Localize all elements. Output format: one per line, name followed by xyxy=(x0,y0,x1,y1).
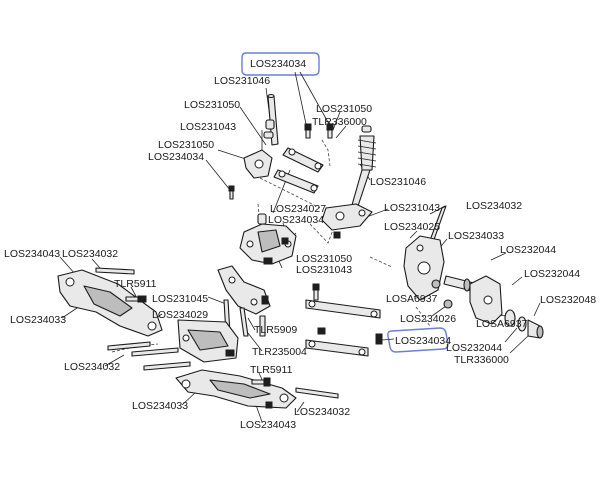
label-top-highlight: LOS234034 xyxy=(250,58,306,70)
label-tlr336000-b: TLR336000 xyxy=(454,354,509,366)
steering-bellcrank xyxy=(321,203,373,239)
label-tlr5909: TLR5909 xyxy=(254,324,297,336)
label-los231050-right: LOS231050 xyxy=(316,103,372,115)
label-los231043-center: LOS231043 xyxy=(296,264,352,276)
label-los234027: LOS234027 xyxy=(270,203,326,215)
label-mid-highlight: LOS234034 xyxy=(395,335,451,347)
label-losa6937-a: LOSA6937 xyxy=(386,293,438,305)
label-los234025: LOS234025 xyxy=(384,221,440,233)
label-los231050-center: LOS231050 xyxy=(296,253,352,265)
label-los234033-left: LOS234033 xyxy=(10,314,66,326)
leader-lines xyxy=(59,71,541,423)
label-tlr5911-left: TLR5911 xyxy=(114,278,157,290)
label-los231050-b: LOS231050 xyxy=(158,139,214,151)
label-los232048: LOS232048 xyxy=(540,294,596,306)
label-los231043-a: LOS231043 xyxy=(180,121,236,133)
top-highlight-box-icon xyxy=(241,52,320,76)
label-los231050-a: LOS231050 xyxy=(184,99,240,111)
pins-and-rods xyxy=(107,341,339,399)
label-los231043-right: LOS231043 xyxy=(384,202,440,214)
label-los234034-center: LOS234034 xyxy=(268,214,324,226)
label-los234032-bottom-left: LOS234032 xyxy=(64,361,120,373)
label-tlr5911-bottom: TLR5911 xyxy=(250,364,293,376)
pivot-ball-icon xyxy=(431,279,441,289)
screw-icon xyxy=(228,185,235,200)
label-los234043-bottom: LOS234043 xyxy=(240,419,296,431)
upper-front-arm-left xyxy=(57,267,163,337)
lower-front-arm xyxy=(175,369,297,409)
mid-highlight-box-icon xyxy=(387,327,449,353)
label-losa6937-b: LOSA6937 xyxy=(476,318,528,330)
label-los234029: LOS234029 xyxy=(152,309,208,321)
label-los231046-right: LOS231046 xyxy=(370,176,426,188)
label-los234033-right: LOS234033 xyxy=(448,230,504,242)
label-los234032-bottom-right: LOS234032 xyxy=(294,406,350,418)
label-los231045: LOS231045 xyxy=(152,293,208,305)
label-los234043-left: LOS234043 xyxy=(4,248,60,260)
label-los231046-top: LOS231046 xyxy=(214,75,270,87)
front-bulkhead xyxy=(239,213,297,265)
upper-camber-link-parts xyxy=(228,93,334,200)
label-los234026: LOS234026 xyxy=(400,313,456,325)
label-los234032-left: LOS234032 xyxy=(62,248,118,260)
label-los234032-right: LOS234032 xyxy=(466,200,522,212)
label-tlr235004: TLR235004 xyxy=(252,346,307,358)
label-tlr336000: TLR336000 xyxy=(312,116,367,128)
label-los232044-c: LOS232044 xyxy=(446,342,502,354)
shock-spring-assembly xyxy=(351,125,377,207)
lower-arm-mount xyxy=(177,319,239,363)
caster-block-steering-knuckle xyxy=(403,205,544,339)
label-los232044-b: LOS232044 xyxy=(524,268,580,280)
label-los234033-bottom: LOS234033 xyxy=(132,400,188,412)
turnbuckles xyxy=(305,283,383,357)
label-los232044-a: LOS232044 xyxy=(500,244,556,256)
part-labels: LOS234034 LOS231046 LOS231050 LOS231043 … xyxy=(4,58,596,431)
label-los234034-a: LOS234034 xyxy=(148,151,204,163)
